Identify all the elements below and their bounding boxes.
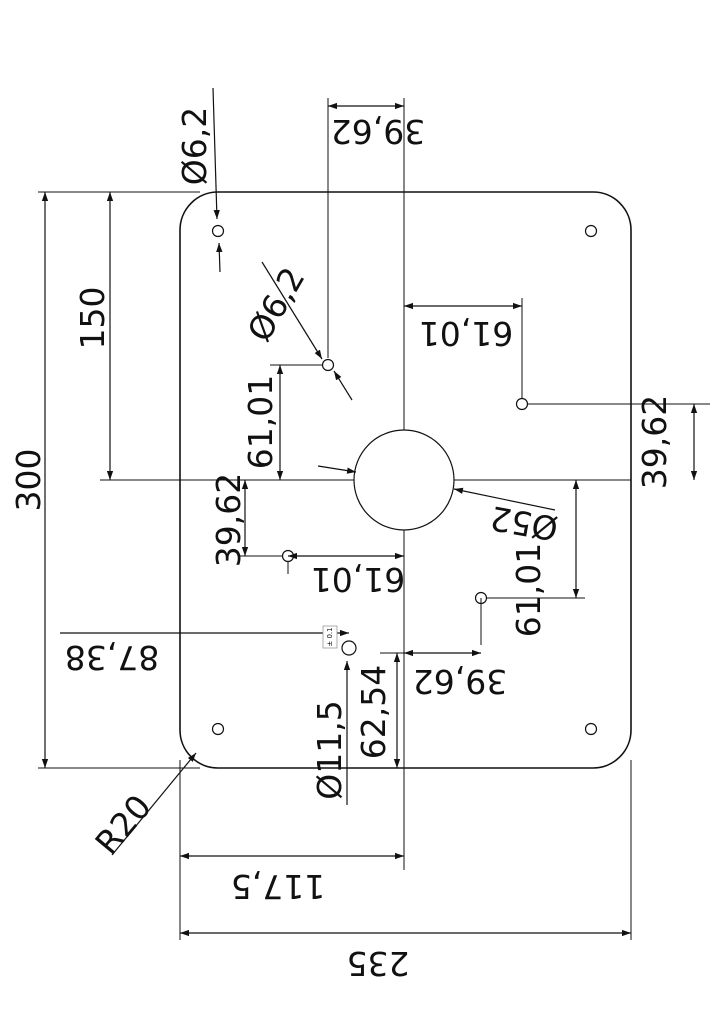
corner-hole-bottom-left [211, 722, 225, 736]
corner-hole-bottom-right [584, 722, 598, 736]
leader-d62-upper-tail [333, 370, 353, 401]
tolerance-badge-frame [322, 625, 338, 649]
leader-d52-tail [453, 487, 556, 511]
dim-label-87-38: 87,38 [65, 638, 159, 677]
dim-label-39-62-right: 39,62 [635, 395, 674, 489]
dim-label-300: 300 [9, 449, 48, 512]
dim-label-d62-top: Ø6,2 [175, 107, 214, 185]
dim-label-235: 235 [347, 944, 410, 983]
dim-label-39-62-left: 39,62 [209, 473, 248, 567]
dim-label-61-01-lower-right: 61,01 [509, 543, 548, 637]
leader-d62-top [212, 87, 220, 220]
tolerance-badge: ± 0.1 [326, 627, 334, 646]
leader-d52 [317, 465, 357, 474]
dim-label-61-01-lower-left: 61,01 [311, 560, 405, 599]
dim-label-61-01-upper-right: 61,01 [419, 314, 513, 353]
dim-label-117-5: 117,5 [231, 867, 325, 906]
dim-label-150: 150 [73, 287, 112, 350]
mounting-hole-upper [321, 358, 335, 372]
dim-label-61-01-upper-left: 61,01 [241, 375, 280, 469]
dim-label-d11-5: Ø11,5 [310, 700, 349, 799]
dim-label-39-62-lower: 39,62 [413, 662, 507, 701]
corner-hole-top-left [211, 224, 225, 238]
dim-label-62-54: 62,54 [354, 665, 393, 759]
leader-d62-upper [261, 261, 323, 360]
mounting-hole-right [515, 397, 529, 411]
leader-d62-top-tail [216, 242, 223, 273]
dim-label-r20: R20 [87, 787, 159, 862]
leader-r20 [111, 752, 197, 856]
center-bore [353, 429, 455, 531]
corner-hole-top-right [584, 224, 598, 238]
notch-hole [341, 640, 357, 656]
dim-label-39-62-top: 39,62 [331, 112, 425, 151]
